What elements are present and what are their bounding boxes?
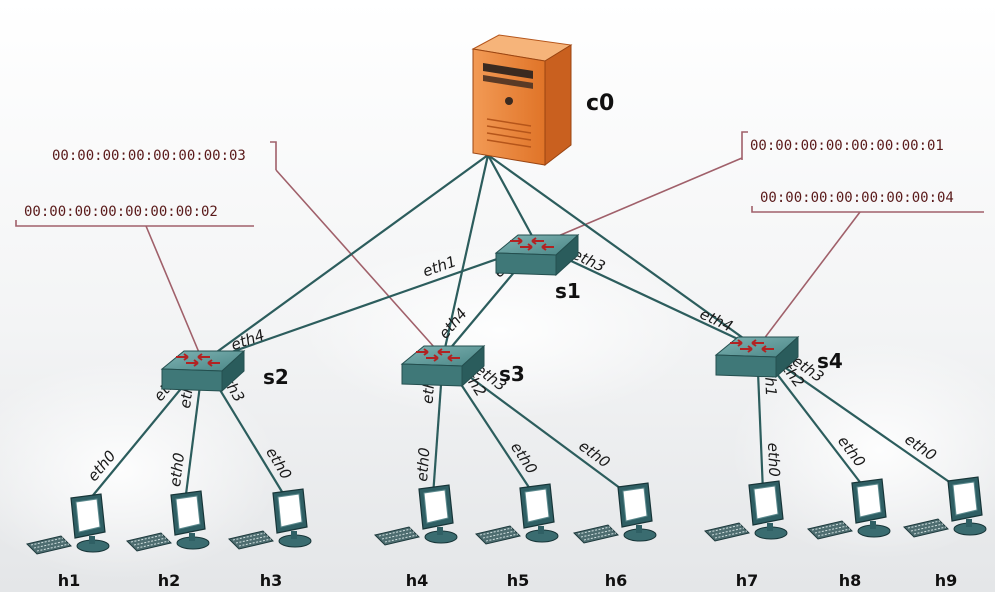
nodes: c0 s1 s2 s3 s4 h1 h2 h3 h4 h5 h6 h7 h8 h9	[26, 34, 987, 590]
link-c0-s4	[487, 154, 758, 349]
switch-s2[interactable]: s2	[160, 349, 289, 393]
workstation-icon	[573, 482, 657, 544]
dpid-bracket	[15, 220, 254, 227]
workstation-icon	[807, 478, 891, 540]
host-h1[interactable]: h1	[26, 493, 110, 590]
dpid-annotation-s3: 00:00:00:00:00:00:00:03	[52, 141, 444, 358]
link-c0-s2	[202, 154, 489, 363]
host-label-h9: h9	[935, 571, 958, 590]
switch-label-s2: s2	[263, 365, 289, 389]
host-label-h5: h5	[507, 571, 530, 590]
switch-s4[interactable]: s4	[714, 335, 843, 379]
server-tower-icon	[471, 34, 573, 167]
host-h5[interactable]: h5	[475, 483, 559, 590]
workstation-icon	[228, 488, 312, 550]
switch-label-s4: s4	[817, 349, 843, 373]
host-label-h1: h1	[58, 571, 81, 590]
dpid-leader-line	[536, 157, 743, 246]
dpid-bracket	[741, 131, 748, 160]
host-label-h2: h2	[158, 571, 181, 590]
workstation-icon	[126, 490, 210, 552]
dpid-annotations: 00:00:00:00:00:00:00:01 00:00:00:00:00:00…	[15, 131, 984, 363]
link-c0-s3	[441, 154, 490, 358]
link-s1-s2	[202, 243, 538, 364]
switch-icon	[400, 344, 486, 388]
dpid-bracket	[270, 141, 277, 170]
dpid-annotation-s4: 00:00:00:00:00:00:00:04	[751, 190, 984, 349]
workstation-icon	[26, 493, 110, 555]
switch-s3[interactable]: s3	[400, 344, 525, 388]
switch-s1[interactable]: s1	[494, 233, 581, 303]
dpid-leader-line	[756, 211, 861, 349]
host-h8[interactable]: h8	[807, 478, 891, 590]
host-h3[interactable]: h3	[228, 488, 312, 590]
port-label-h2-eth0: eth0	[166, 452, 188, 488]
dpid-leader-line	[145, 225, 204, 363]
workstation-icon	[903, 476, 987, 538]
host-label-h8: h8	[839, 571, 862, 590]
switch-icon	[160, 349, 246, 393]
dpid-label-s3: 00:00:00:00:00:00:00:03	[52, 148, 246, 164]
controller-label: c0	[586, 91, 614, 116]
dpid-annotation-s2: 00:00:00:00:00:00:00:02	[15, 204, 254, 363]
controller-c0[interactable]: c0	[471, 34, 614, 167]
port-label-h7-eth0: eth0	[764, 442, 783, 477]
link-s3-h6	[442, 356, 629, 495]
host-h6[interactable]: h6	[573, 482, 657, 590]
dpid-label-s4: 00:00:00:00:00:00:00:04	[760, 190, 954, 206]
dpid-bracket	[751, 206, 984, 213]
host-h2[interactable]: h2	[126, 490, 210, 590]
switch-icon	[494, 233, 580, 277]
link-s4-h9	[756, 347, 959, 489]
workstation-icon	[475, 483, 559, 545]
host-h4[interactable]: h4	[374, 484, 458, 590]
links	[84, 154, 959, 506]
link-c0-s1	[487, 154, 538, 246]
host-h9[interactable]: h9	[903, 476, 987, 590]
host-label-h3: h3	[260, 571, 283, 590]
background-highlight	[730, 340, 995, 560]
workstation-icon	[374, 484, 458, 546]
host-label-h6: h6	[605, 571, 628, 590]
switch-icon	[714, 335, 800, 379]
switch-label-s3: s3	[499, 362, 525, 386]
host-label-h7: h7	[736, 571, 759, 590]
link-s1-s4	[536, 244, 758, 349]
background-highlight	[300, 240, 700, 420]
dpid-label-s1: 00:00:00:00:00:00:00:01	[750, 138, 944, 154]
dpid-annotation-s1: 00:00:00:00:00:00:00:01	[536, 131, 944, 246]
dpid-label-s2: 00:00:00:00:00:00:00:02	[24, 204, 218, 220]
workstation-icon	[704, 480, 788, 542]
host-label-h4: h4	[406, 571, 429, 590]
dpid-leader-line	[275, 169, 444, 358]
port-label-h4-eth0: eth0	[413, 447, 433, 482]
background-highlight	[0, 360, 280, 580]
host-h7[interactable]: h7	[704, 480, 788, 590]
switch-label-s1: s1	[555, 279, 581, 303]
